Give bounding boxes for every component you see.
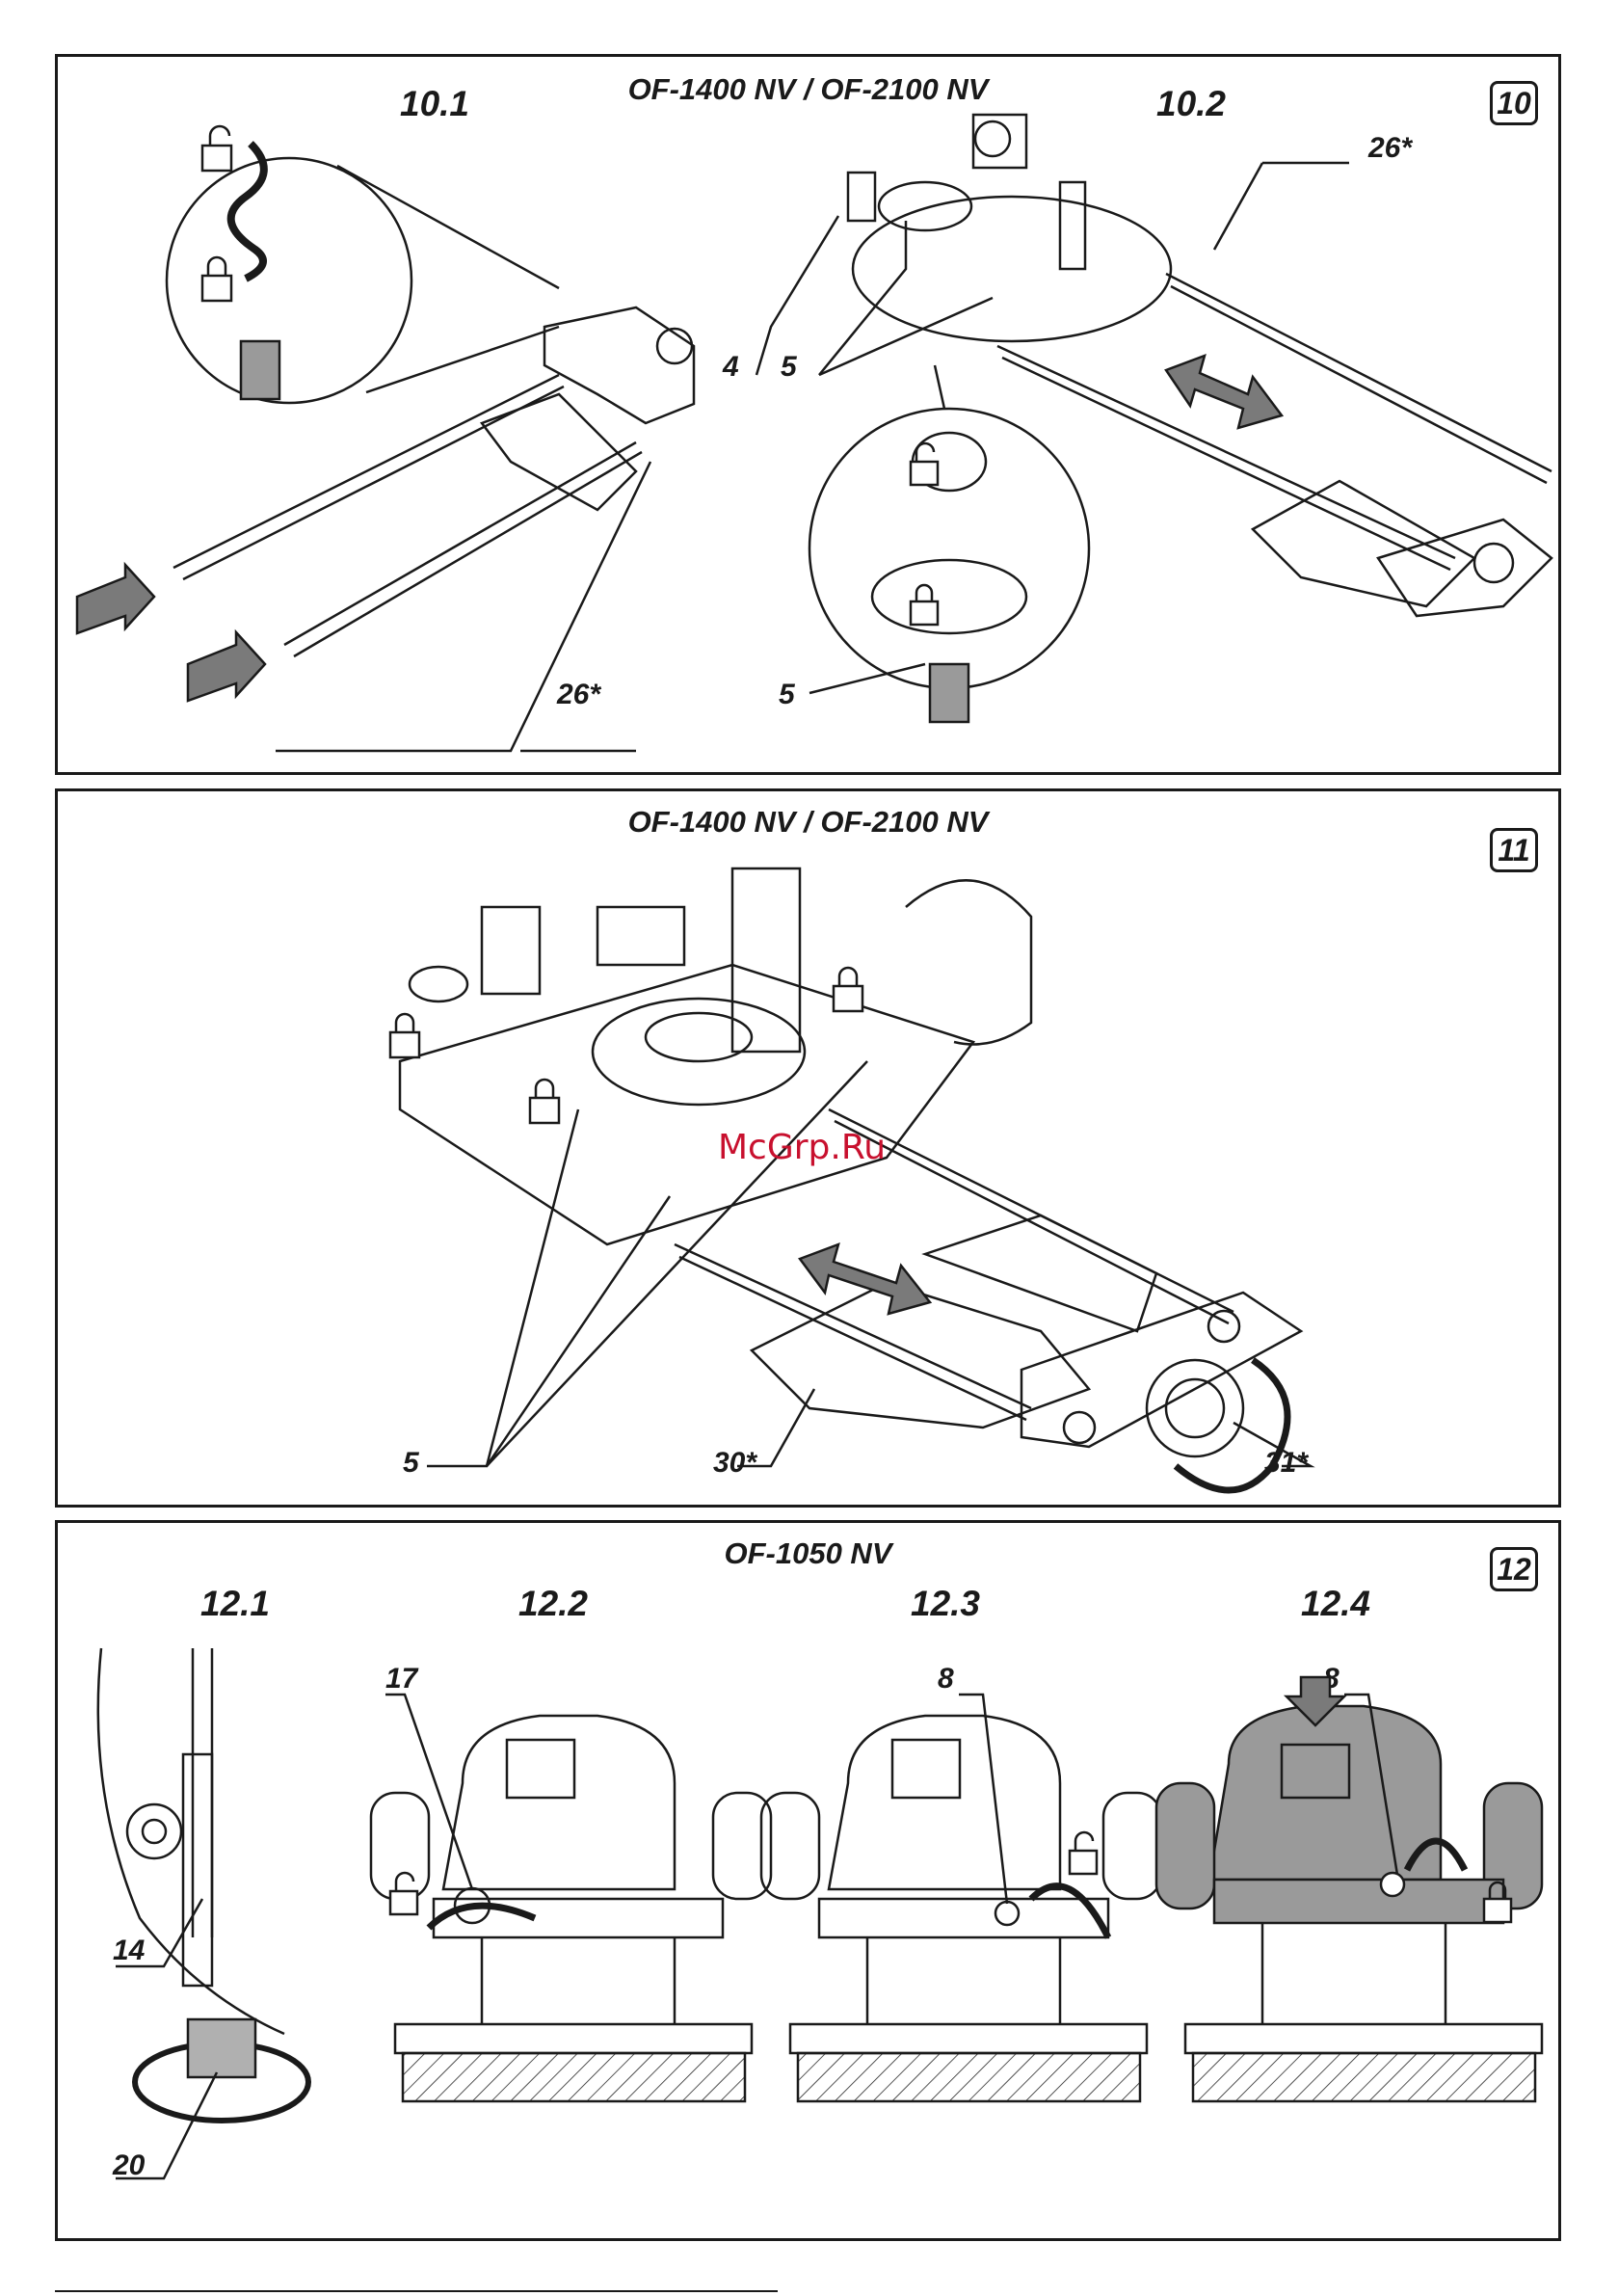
slide-double-arrow-icon — [1166, 356, 1282, 428]
push-arrow-icon — [77, 565, 265, 701]
guide-rod — [173, 375, 559, 568]
router-parallel-guide-illustration — [58, 57, 1558, 772]
guide-rod — [997, 346, 1455, 558]
rotate-arrow-icon — [231, 144, 264, 279]
guide-rod — [1166, 274, 1552, 471]
router-body — [829, 1716, 1060, 1889]
detail-zoom-circle — [809, 409, 1089, 688]
lock-icon — [202, 276, 231, 301]
slide-double-arrow-icon — [800, 1244, 930, 1314]
rotate-arrow-icon — [1031, 1886, 1108, 1937]
unlock-icon — [1070, 1851, 1097, 1874]
lock-icon — [834, 986, 862, 1011]
lock-icon — [1484, 1899, 1511, 1922]
guide-rod — [284, 442, 636, 645]
figure-12-panel: OF-1050 NV 12 12.1 12.2 12.3 12.4 14 20 … — [55, 1520, 1561, 2241]
router-body — [443, 1716, 675, 1889]
lock-icon — [911, 601, 938, 625]
depth-stop-illustration — [58, 1523, 1558, 2238]
watermark: McGrp.Ru — [718, 1128, 886, 1167]
lock-icon — [390, 1032, 419, 1057]
router-body — [1209, 1706, 1441, 1880]
locking-lever — [995, 1902, 1019, 1925]
lock-icon — [530, 1098, 559, 1123]
unlock-icon — [202, 146, 231, 171]
locking-lever — [1381, 1873, 1404, 1896]
unlock-icon — [911, 462, 938, 485]
footer-rule — [55, 2290, 778, 2292]
figure-10-panel: OF-1400 NV / OF-2100 NV 10 10.1 10.2 26*… — [55, 54, 1561, 775]
unlock-icon — [390, 1891, 417, 1914]
rotate-arrow-icon — [429, 1906, 535, 1928]
router-base — [853, 197, 1171, 341]
